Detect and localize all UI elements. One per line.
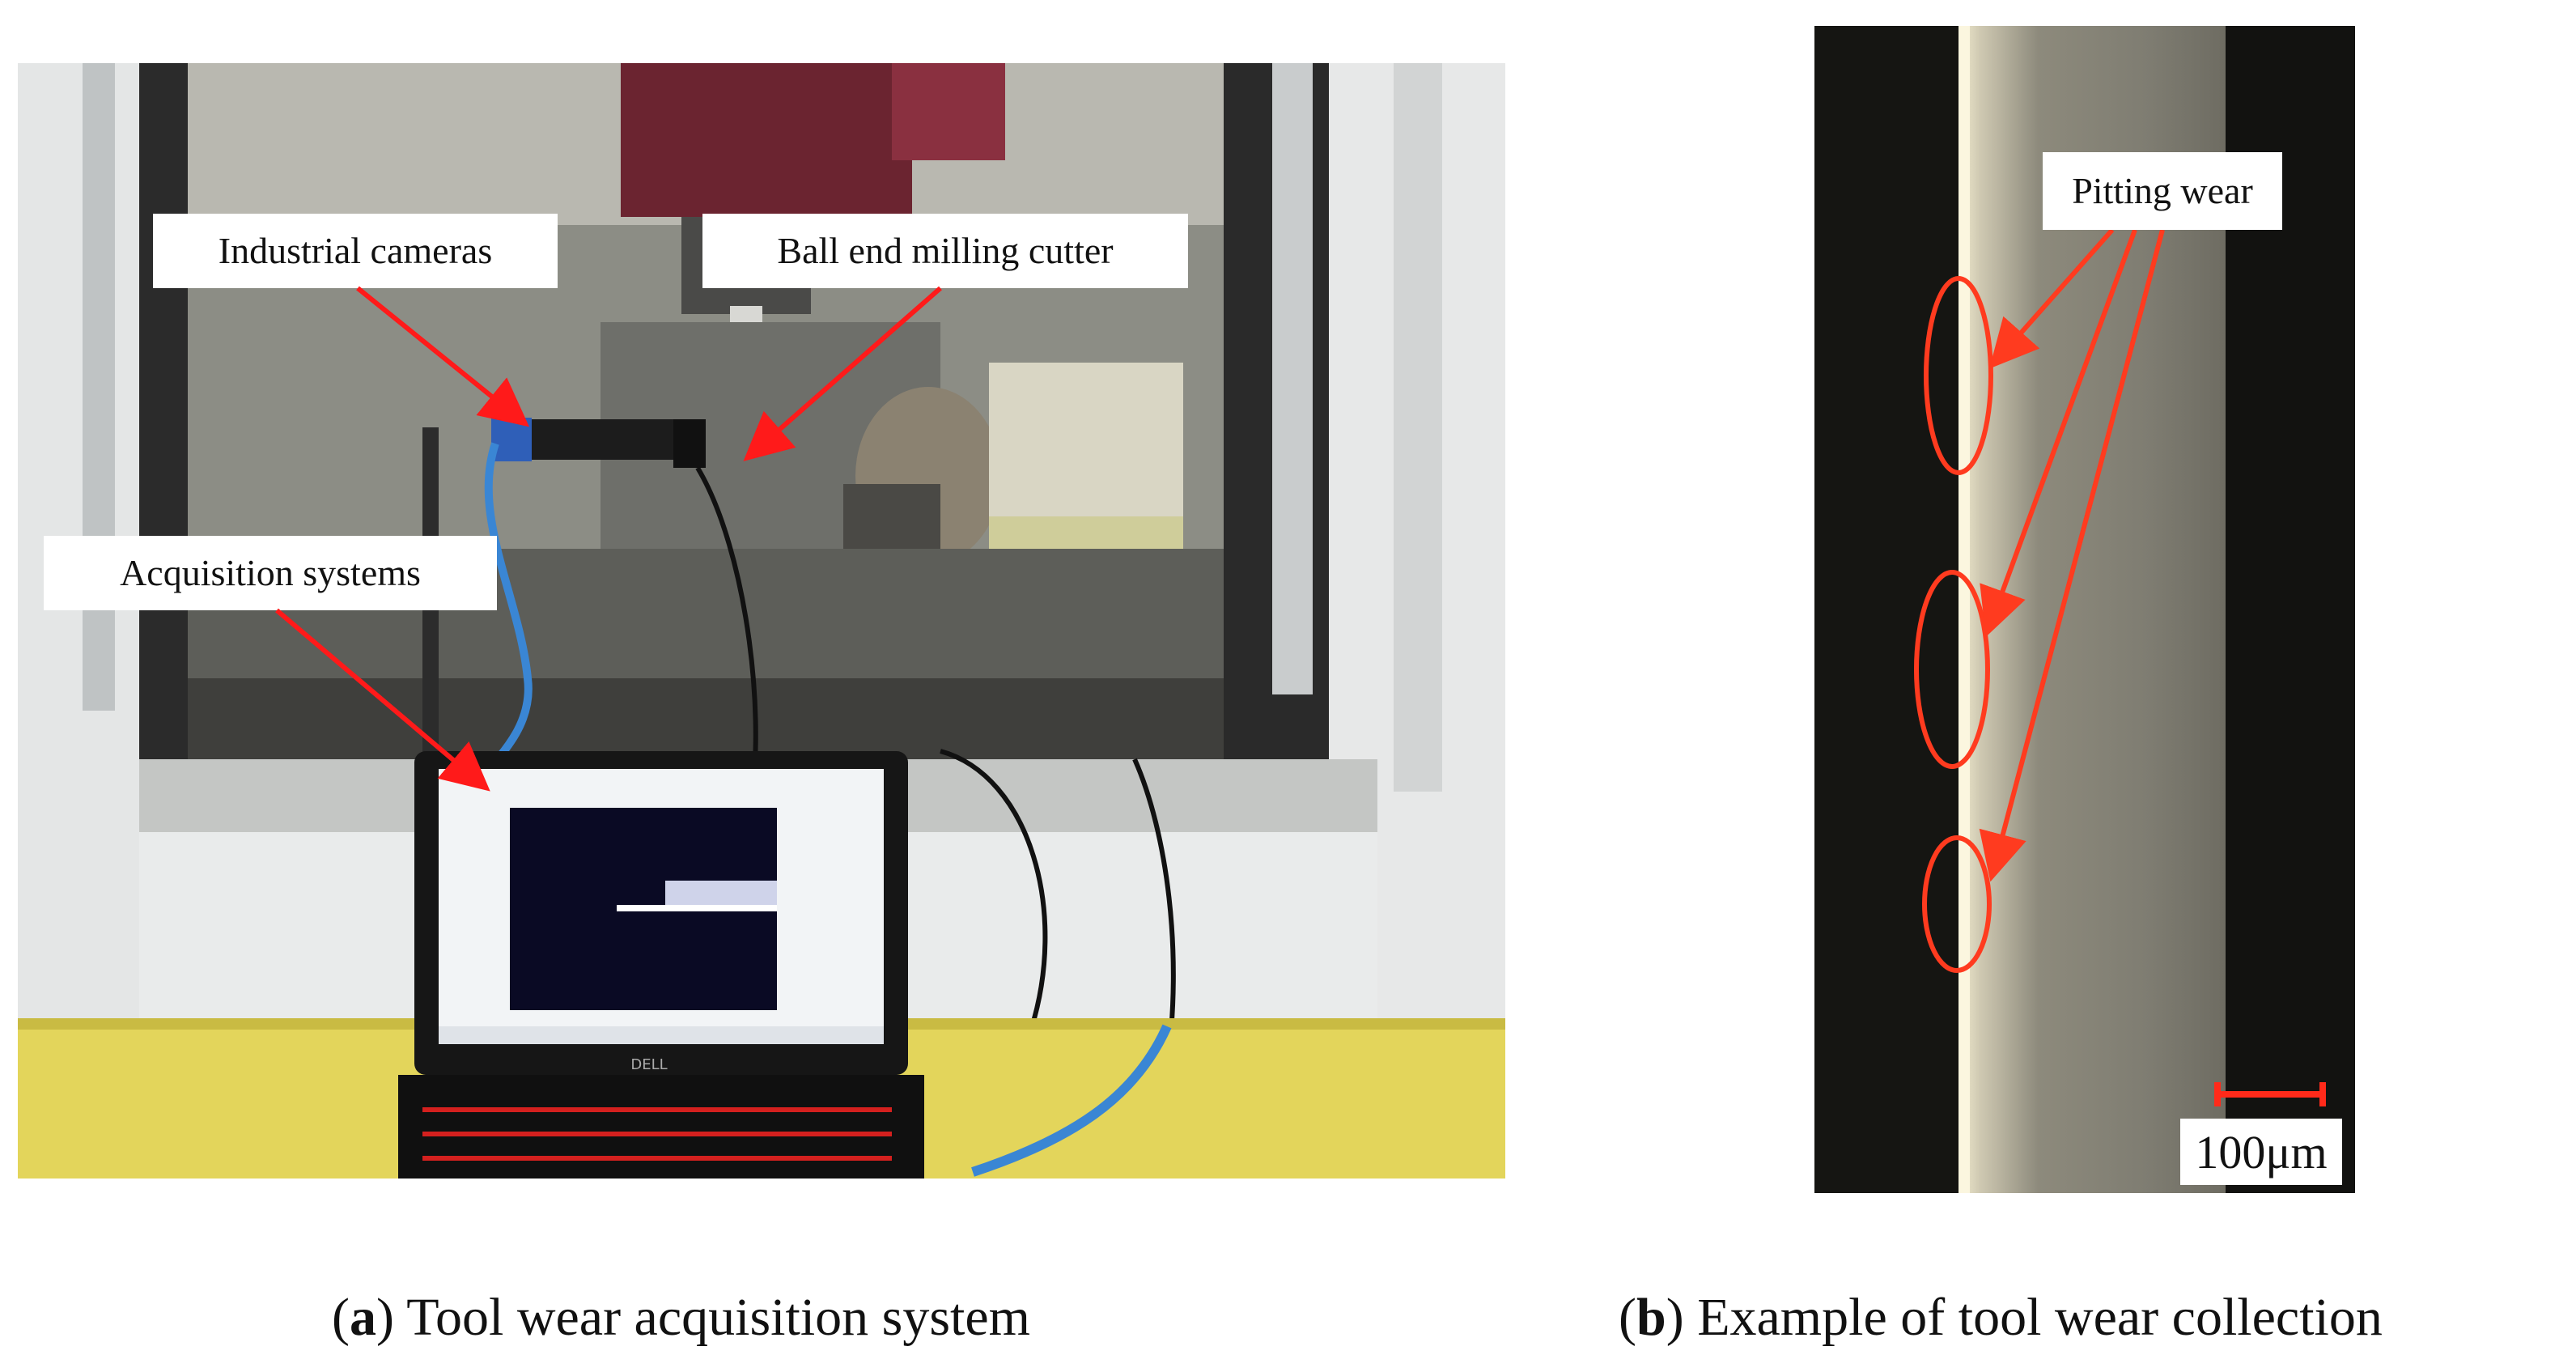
annotation-pitting-wear xyxy=(1914,228,2326,1106)
annotation-arrows-a xyxy=(275,286,942,792)
arrow-to-wear-3 xyxy=(1979,229,2165,882)
caption-panel-a: (a) Tool wear acquisition system xyxy=(332,1288,1031,1347)
wear-ellipse-2 xyxy=(1914,570,1990,769)
scale-bar-label: 100μm xyxy=(2180,1119,2342,1185)
laptop-keyboard-deck xyxy=(398,1075,924,1179)
label-acquisition-systems: Acquisition systems xyxy=(44,536,497,610)
wear-ellipse-1 xyxy=(1924,276,1993,475)
label-industrial-cameras: Industrial cameras xyxy=(153,214,558,288)
wear-ellipse-3 xyxy=(1922,835,1992,973)
caption-panel-b: (b) Example of tool wear collection xyxy=(1619,1288,2383,1347)
arrow-to-cutter xyxy=(743,286,942,461)
caption-a-letter: a xyxy=(349,1288,376,1347)
label-pitting-wear: Pitting wear xyxy=(2043,152,2282,230)
micrograph-tool-wear-example: Pitting wear 100μm xyxy=(1814,26,2355,1193)
photo-tool-wear-acquisition-system: DELL Industrial cameras Ball end milling… xyxy=(18,63,1505,1179)
caption-b-letter: b xyxy=(1636,1288,1666,1347)
arrow-to-wear-2 xyxy=(1980,228,2137,637)
caption-a-text: Tool wear acquisition system xyxy=(393,1288,1031,1347)
label-ball-end-milling-cutter: Ball end milling cutter xyxy=(702,214,1188,288)
arrow-to-laptop xyxy=(275,608,490,792)
caption-b-text: Example of tool wear collection xyxy=(1683,1288,2383,1347)
arrow-to-wear-1 xyxy=(1989,228,2115,369)
arrow-to-camera xyxy=(356,286,530,427)
machine-scene xyxy=(18,63,1505,1179)
laptop-brand-logo: DELL xyxy=(630,1056,668,1073)
